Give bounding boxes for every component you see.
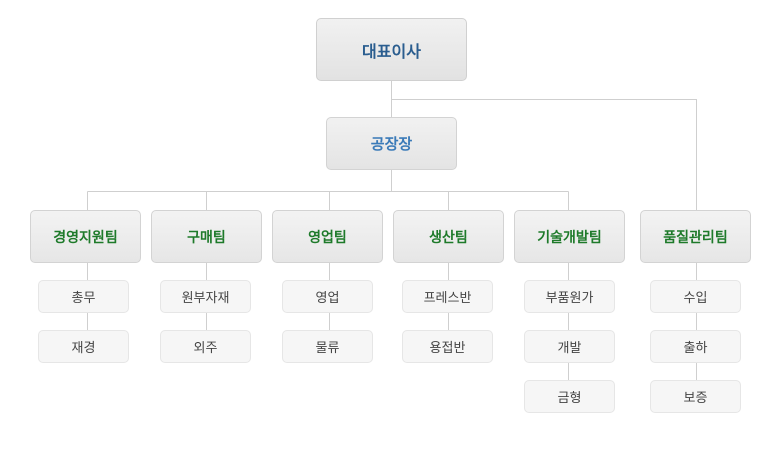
sub-unit: 물류 <box>282 330 373 363</box>
sub-unit: 영업 <box>282 280 373 313</box>
ceo-box: 대표이사 <box>316 18 467 81</box>
team-management-support: 경영지원팀 <box>30 210 141 263</box>
team-production: 생산팀 <box>393 210 504 263</box>
sub-unit: 원부자재 <box>160 280 251 313</box>
connector-ceo-quality <box>391 99 697 210</box>
sub-unit: 프레스반 <box>402 280 493 313</box>
factory-manager-box: 공장장 <box>326 117 457 170</box>
team-purchasing: 구매팀 <box>151 210 262 263</box>
team-quality-control: 품질관리팀 <box>640 210 751 263</box>
sub-unit: 총무 <box>38 280 129 313</box>
sub-unit: 재경 <box>38 330 129 363</box>
sub-unit: 수입 <box>650 280 741 313</box>
sub-unit: 개발 <box>524 330 615 363</box>
sub-unit: 부품원가 <box>524 280 615 313</box>
sub-unit: 보증 <box>650 380 741 413</box>
sub-unit: 외주 <box>160 330 251 363</box>
sub-unit: 용접반 <box>402 330 493 363</box>
sub-unit: 금형 <box>524 380 615 413</box>
team-sales: 영업팀 <box>272 210 383 263</box>
sub-unit: 출하 <box>650 330 741 363</box>
team-tech-development: 기술개발팀 <box>514 210 625 263</box>
